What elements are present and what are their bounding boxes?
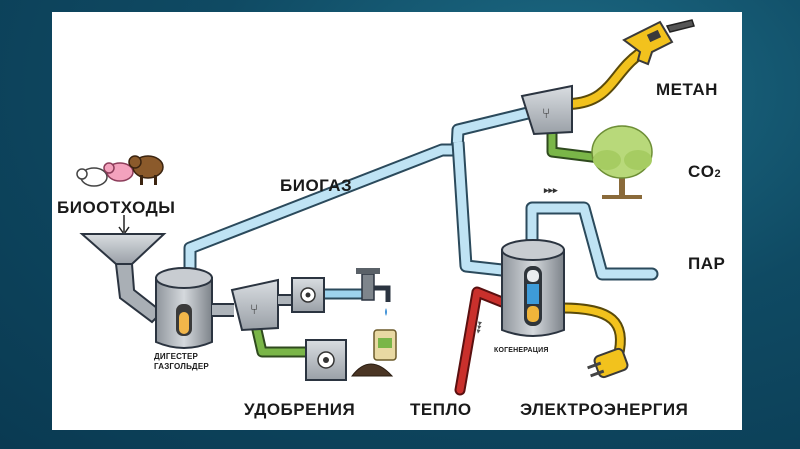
water-treatment-unit — [291, 277, 325, 313]
methane-pipe — [564, 46, 648, 110]
biogas-pipe — [183, 105, 539, 281]
plug-icon — [587, 347, 629, 379]
label-co2: CO2 — [688, 162, 722, 181]
label-biowaste: БИООТХОДЫ — [57, 198, 176, 217]
biogas-process-diagram: ▸▸▸ — [76, 19, 695, 396]
label-fertilizer: УДОБРЕНИЯ — [244, 400, 356, 419]
fertilizer-pipe — [251, 324, 312, 358]
label-electricity: ЭЛЕКТРОЭНЕРГИЯ — [520, 400, 689, 419]
label-cogeneration: КОГЕНЕРАЦИЯ — [494, 347, 549, 354]
funnel — [79, 233, 167, 324]
steam-pipe: ▸▸▸ — [525, 185, 659, 281]
split-icon-upper: ⑂ — [542, 105, 550, 121]
biogas-pipe-to-cogeneration — [451, 141, 503, 277]
animals-icon — [76, 155, 164, 187]
heat-pipe: ◂◂◂ — [454, 286, 508, 396]
fuel-nozzle-icon — [622, 19, 695, 66]
split-icon: ⑂ — [250, 301, 258, 317]
steam-arrows-icon: ▸▸▸ — [543, 185, 558, 195]
label-heat: ТЕПЛО — [410, 400, 472, 419]
co2-pipe — [546, 126, 606, 164]
electricity-cable — [556, 302, 626, 363]
digester-tank — [155, 267, 213, 349]
separator-digester: ⑂ — [230, 278, 279, 332]
label-methane: МЕТАН — [656, 80, 718, 99]
label-digester: ДИГЕСТЕР ГАЗГОЛЬДЕР — [154, 352, 209, 371]
water-tap-icon — [356, 268, 391, 316]
label-biogas: БИОГАЗ — [280, 176, 353, 195]
diagram-panel: ▸▸▸ — [52, 12, 742, 430]
separator-upper: ⑂ — [520, 84, 573, 136]
fertilizer-bag-icon — [350, 329, 397, 377]
cogeneration-unit — [501, 239, 565, 337]
label-steam: ПАР — [688, 254, 726, 273]
fertilizer-unit — [305, 339, 347, 381]
tree-icon — [591, 125, 653, 199]
heat-arrows-icon: ◂◂◂ — [473, 321, 484, 334]
